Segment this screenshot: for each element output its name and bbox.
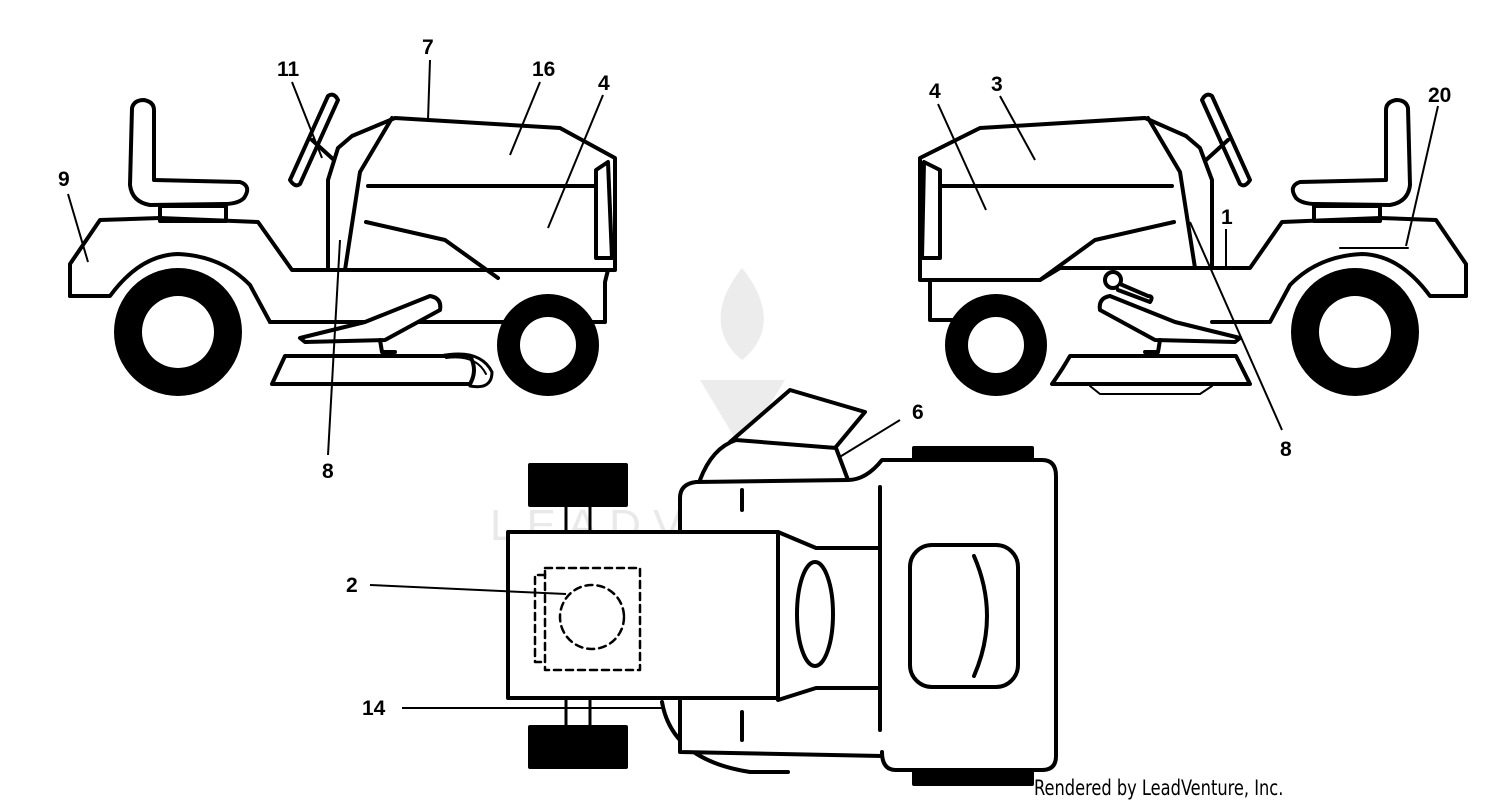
leader-9: [67, 193, 89, 263]
callout-7: 7: [422, 36, 434, 59]
callout-8b: 8: [1280, 438, 1292, 461]
tractor-right-side-view: [918, 92, 1468, 395]
left-view-wheels: [114, 268, 599, 396]
callout-4b: 4: [929, 80, 941, 103]
callout-6: 6: [912, 401, 924, 424]
leader-2: [369, 584, 567, 595]
callout-3: 3: [991, 73, 1003, 96]
callout-numbers: 7 11 16 4 9 8 4 3 20 1 8 6 2 14: [58, 36, 1451, 720]
callout-8a: 8: [322, 460, 334, 483]
leader-8a: [327, 239, 341, 456]
leader-4b: [937, 103, 987, 211]
callout-16: 16: [532, 58, 555, 81]
watermark-flame-icon: [720, 268, 764, 360]
callout-14: 14: [362, 697, 386, 720]
leader-3: [999, 95, 1036, 161]
leader-lines: [67, 59, 1439, 709]
tractor-top-view: [506, 388, 1058, 786]
leader-6: [837, 419, 901, 459]
callout-20: 20: [1428, 84, 1451, 107]
render-credit: Rendered by LeadVenture, Inc.: [1034, 776, 1284, 800]
callout-9: 9: [58, 168, 70, 191]
callout-1: 1: [1221, 206, 1233, 229]
right-view-wheels: [945, 268, 1419, 396]
callout-11: 11: [277, 58, 300, 81]
leader-8b: [1189, 221, 1283, 431]
callout-4a: 4: [598, 72, 610, 95]
leader-4a: [547, 94, 604, 229]
leader-16: [509, 81, 541, 156]
leader-20: [1405, 105, 1439, 247]
callout-2: 2: [346, 574, 358, 597]
watermark-v-icon: [700, 380, 785, 450]
leader-7: [427, 59, 431, 121]
leader-11: [291, 81, 323, 159]
